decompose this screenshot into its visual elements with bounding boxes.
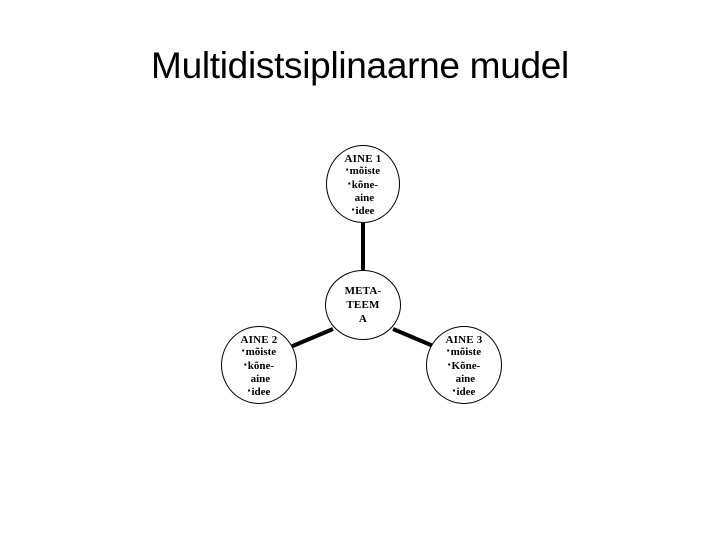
bullet-icon: ▪ [446, 346, 450, 356]
node-aine-1[interactable]: AINE 1 ▪mõiste ▪kõne- ▪aine ▪idee [326, 145, 400, 223]
list-item: ▪Kõne- [447, 360, 481, 373]
bullet-text: aine [250, 372, 271, 385]
node-aine-2-title: AINE 2 [240, 334, 278, 346]
bullet-text: aine [354, 191, 375, 204]
bullet-icon: ▪ [247, 385, 251, 395]
bullet-text: idee [355, 204, 375, 217]
list-item: ▪kõne- [242, 360, 276, 373]
bullet-icon: ▪ [241, 346, 245, 356]
node-metateema[interactable]: META- TEEM A [325, 270, 401, 340]
list-item-continuation: ▪aine [346, 192, 380, 205]
bullet-text: idee [456, 385, 476, 398]
page-title: Multidistsiplinaarne mudel [151, 45, 569, 86]
bullet-text: mõiste [245, 346, 277, 359]
bullet-text: mõiste [450, 346, 482, 359]
bullet-text: aine [455, 372, 476, 385]
list-item: ▪kõne- [346, 179, 380, 192]
list-item: ▪idee [242, 386, 276, 399]
bullet-text: Kõne- [451, 359, 481, 372]
node-metateema-line-2: TEEM [346, 298, 380, 311]
bullet-text: kõne- [247, 359, 275, 372]
list-item: ▪idee [346, 205, 380, 218]
node-aine-3[interactable]: AINE 3 ▪mõiste ▪Kõne- ▪aine ▪idee [426, 326, 502, 404]
bullet-text: mõiste [349, 165, 381, 178]
bullet-text: kõne- [351, 178, 379, 191]
node-aine-1-title: AINE 1 [344, 153, 382, 165]
node-aine-2[interactable]: AINE 2 ▪mõiste ▪kõne- ▪aine ▪idee [221, 326, 297, 404]
node-aine-3-title: AINE 3 [445, 334, 483, 346]
list-item-continuation: ▪aine [447, 373, 481, 386]
list-item: ▪mõiste [242, 346, 276, 359]
node-metateema-line-1: META- [344, 284, 382, 297]
list-item-continuation: ▪aine [242, 373, 276, 386]
list-item: ▪mõiste [346, 165, 380, 178]
bullet-icon: ▪ [345, 165, 349, 175]
node-metateema-title: META- TEEM A [345, 284, 382, 327]
connector-meta-to-aine2 [287, 327, 334, 350]
bullet-icon: ▪ [347, 178, 351, 188]
node-metateema-line-3: A [358, 313, 368, 326]
bullet-icon: ▪ [243, 359, 247, 369]
bullet-text: idee [251, 385, 271, 398]
list-item: ▪idee [447, 386, 481, 399]
bullet-icon: ▪ [447, 359, 451, 369]
node-aine-2-bullets: ▪mõiste ▪kõne- ▪aine ▪idee [242, 346, 276, 399]
bullet-icon: ▪ [351, 204, 355, 214]
bullet-icon: ▪ [452, 385, 456, 395]
node-aine-3-bullets: ▪mõiste ▪Kõne- ▪aine ▪idee [447, 346, 481, 399]
node-aine-1-bullets: ▪mõiste ▪kõne- ▪aine ▪idee [346, 165, 380, 218]
list-item: ▪mõiste [447, 346, 481, 359]
